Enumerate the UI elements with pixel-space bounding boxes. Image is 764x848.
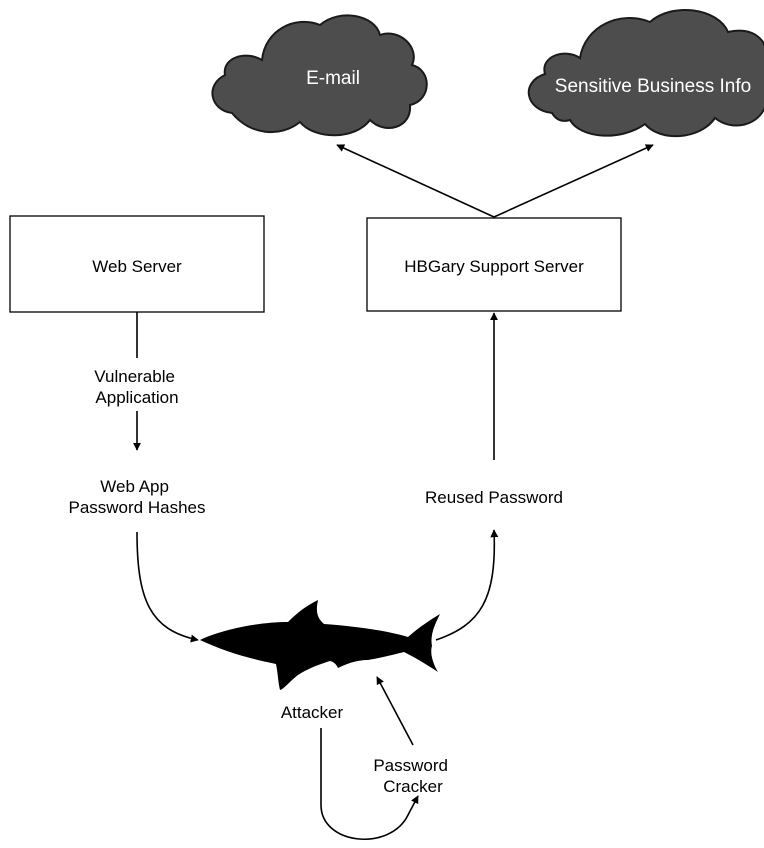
password-hashes-label: Web App Password Hashes <box>68 477 205 517</box>
password-cracker-line-1: Password <box>373 756 448 775</box>
web-server-node: Web Server <box>9 215 265 313</box>
edge-hashes-to-attacker <box>136 531 199 643</box>
edge-password-cracker-to-attacker <box>376 676 414 746</box>
email-cloud: E-mail <box>211 14 428 137</box>
edge-attacker-to-password-cracker <box>320 728 419 840</box>
email-label: E-mail <box>306 68 360 89</box>
shark-silhouette-icon <box>200 600 440 690</box>
web-server-box <box>9 215 265 313</box>
cloud-icon <box>211 14 428 137</box>
vulnerable-app-label: Vulnerable Application <box>94 367 179 407</box>
password-hashes-line-1: Web App <box>100 477 169 496</box>
reused-password-label: Reused Password <box>425 488 563 507</box>
vulnerable-app-line-1: Vulnerable <box>94 367 175 386</box>
support-server-label: HBGary Support Server <box>404 257 584 276</box>
password-cracker-label: Password Cracker <box>373 756 452 796</box>
edge-attacker-to-reused-password <box>435 529 499 641</box>
web-server-label: Web Server <box>92 257 182 276</box>
attacker-label: Attacker <box>281 703 344 722</box>
business-info-label: Sensitive Business Info <box>555 76 751 97</box>
attacker-node: Attacker <box>200 600 440 722</box>
support-server-box <box>366 217 622 312</box>
business-info-cloud: Sensitive Business Info <box>527 9 764 137</box>
cloud-icon <box>527 9 764 137</box>
password-hashes-line-2: Password Hashes <box>68 498 205 517</box>
edge-support-server-to-email <box>336 144 495 218</box>
vulnerable-app-line-2: Application <box>95 388 178 407</box>
support-server-node: HBGary Support Server <box>366 217 622 312</box>
edge-support-server-to-business-info <box>493 144 654 218</box>
password-cracker-line-2: Cracker <box>383 777 443 796</box>
